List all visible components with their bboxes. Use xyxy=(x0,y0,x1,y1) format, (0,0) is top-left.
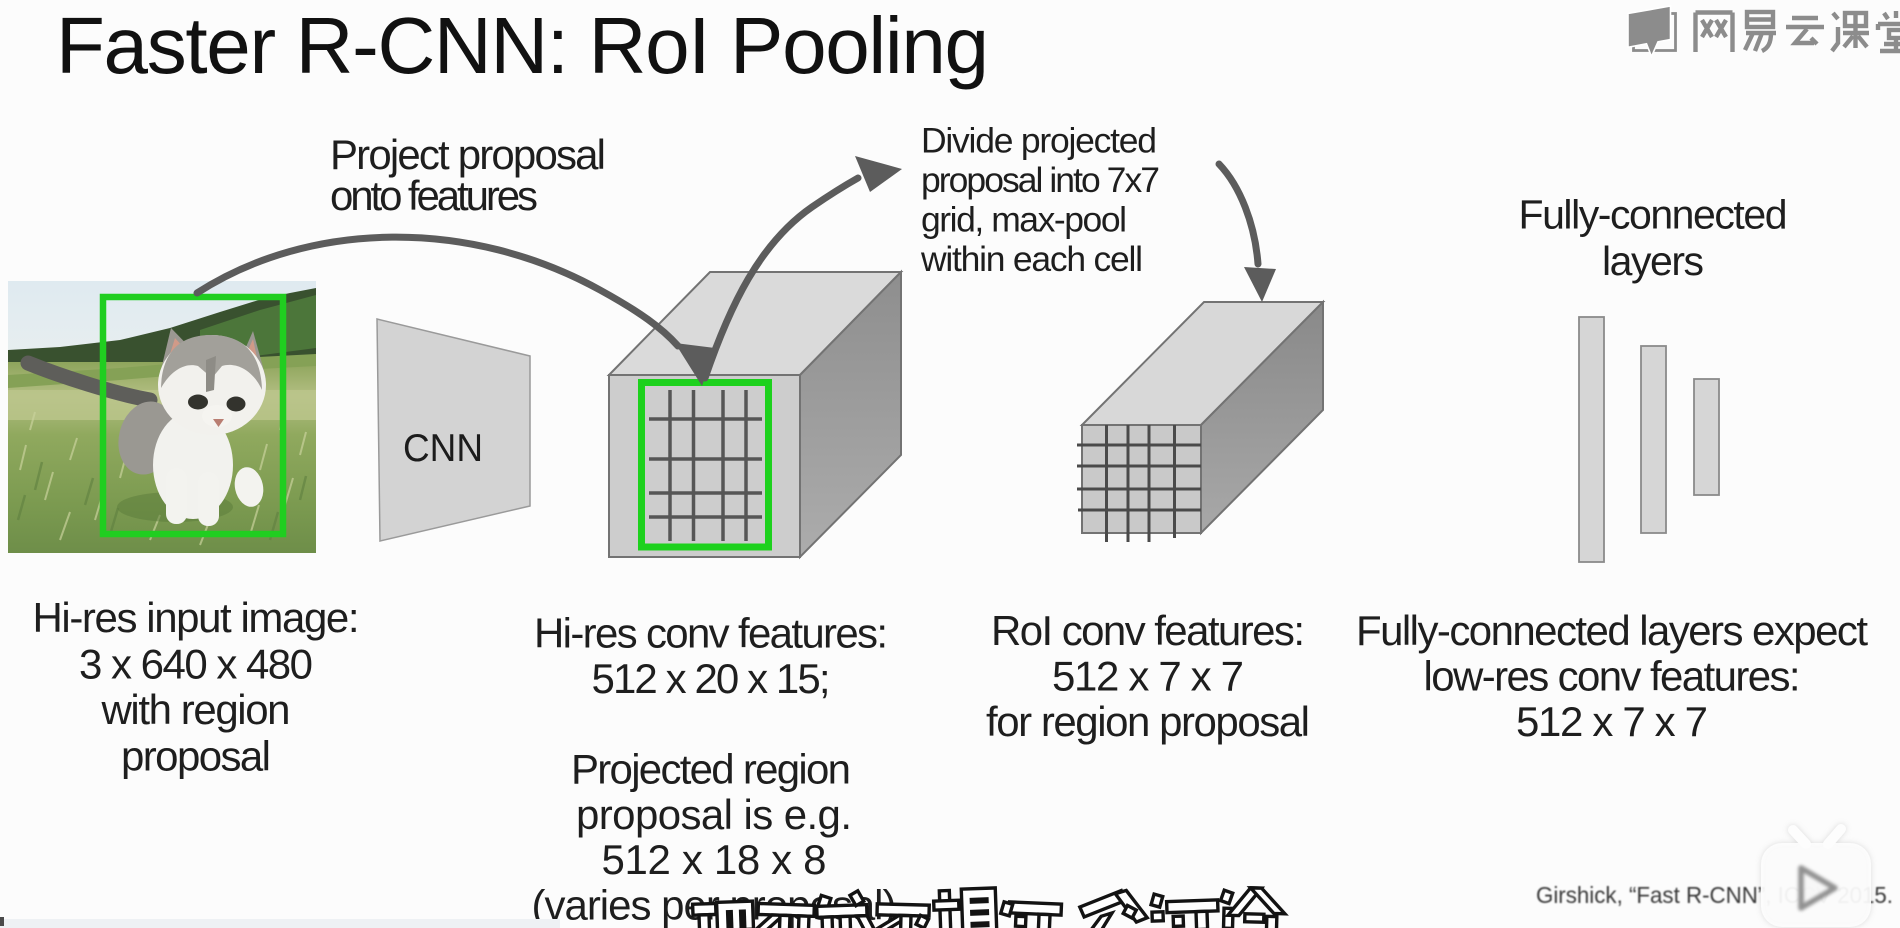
svg-text:Fully-connected: Fully-connected xyxy=(1519,192,1788,238)
svg-text:Hi-res conv features:: Hi-res conv features: xyxy=(534,610,888,657)
svg-text:grid, max-pool: grid, max-pool xyxy=(921,200,1127,240)
svg-text:onto features: onto features xyxy=(330,172,538,219)
svg-text:low-res conv features:: low-res conv features: xyxy=(1424,652,1801,699)
svg-text:3 x 640 x 480: 3 x 640 x 480 xyxy=(79,640,313,687)
svg-text:Divide projected: Divide projected xyxy=(921,121,1157,161)
svg-text:Project proposal: Project proposal xyxy=(330,131,606,178)
svg-text:512 x 18 x 8: 512 x 18 x 8 xyxy=(602,836,827,883)
svg-text:with region: with region xyxy=(101,686,291,733)
svg-text:Projected region: Projected region xyxy=(571,746,851,793)
svg-text:Hi-res input image:: Hi-res input image: xyxy=(33,594,360,641)
svg-text:512 x 7 x 7: 512 x 7 x 7 xyxy=(1052,652,1244,699)
svg-text:within each cell: within each cell xyxy=(920,239,1143,279)
svg-text:Fully-connected layers expect: Fully-connected layers expect xyxy=(1356,607,1868,654)
svg-text:proposal into 7x7: proposal into 7x7 xyxy=(921,160,1160,200)
svg-text:layers: layers xyxy=(1602,238,1704,284)
svg-text:RoI conv features:: RoI conv features: xyxy=(991,607,1305,654)
svg-text:CNN: CNN xyxy=(403,427,483,470)
svg-text:proposal is e.g.: proposal is e.g. xyxy=(576,791,852,838)
svg-text:Faster R-CNN: RoI Pooling: Faster R-CNN: RoI Pooling xyxy=(56,1,989,90)
svg-text:512 x 20 x 15;: 512 x 20 x 15; xyxy=(592,655,831,702)
svg-text:512 x 7 x 7: 512 x 7 x 7 xyxy=(1516,698,1708,745)
svg-text:proposal: proposal xyxy=(121,732,271,779)
svg-text:for region proposal: for region proposal xyxy=(986,698,1310,745)
